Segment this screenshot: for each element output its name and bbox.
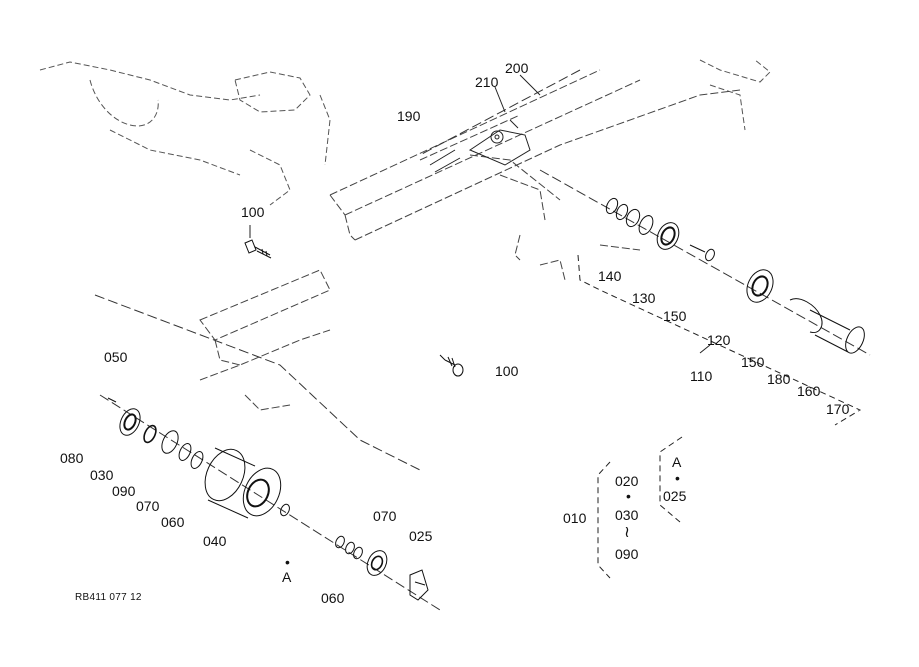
legend-brackets xyxy=(597,436,683,579)
callout-110: 110 xyxy=(690,368,713,384)
callout-060-left: 060 xyxy=(161,514,185,530)
legend-ref-dot: • xyxy=(675,470,680,486)
callout-070-left: 070 xyxy=(136,498,160,514)
callout-150-a: 150 xyxy=(663,308,687,324)
marker-dot-a: • xyxy=(285,554,290,570)
lower-roller-axis xyxy=(94,294,441,611)
callout-180: 180 xyxy=(767,371,791,387)
legend-kit-030: 030 xyxy=(615,507,639,523)
callout-170: 170 xyxy=(826,401,850,417)
callout-140: 140 xyxy=(598,268,622,284)
callout-100-upper: 100 xyxy=(241,204,265,220)
callout-150-b: 150 xyxy=(741,354,765,370)
upper-roller-axis xyxy=(419,69,871,356)
callout-080: 080 xyxy=(60,450,84,466)
callout-010: 010 xyxy=(563,510,587,526)
callout-190: 190 xyxy=(397,108,421,124)
callout-025-right: 025 xyxy=(409,528,433,544)
upper-group-bracket xyxy=(577,254,862,426)
callout-200: 200 xyxy=(505,60,529,76)
bolt-upper xyxy=(244,239,272,259)
legend-ref-025: 025 xyxy=(663,488,687,504)
callout-130: 130 xyxy=(632,290,656,306)
grease-fitting-bracket xyxy=(429,119,531,173)
legend-kit-range: ≀ xyxy=(624,524,630,541)
drawing-code: RB411 077 12 xyxy=(75,592,142,603)
upper-roller-parts xyxy=(605,197,865,354)
legend-kit-dot: • xyxy=(626,488,631,504)
lower-roller-parts xyxy=(107,397,429,601)
machine-body-outline xyxy=(39,59,771,206)
callout-120: 120 xyxy=(707,332,731,348)
callout-040: 040 xyxy=(203,533,227,549)
callout-210: 210 xyxy=(475,74,499,90)
reference-a-bottom: A xyxy=(282,569,292,585)
legend-kit-020: 020 xyxy=(615,473,639,489)
legend-kit-090: 090 xyxy=(615,546,639,562)
callout-050: 050 xyxy=(104,349,128,365)
callout-060-bottom: 060 xyxy=(321,590,345,606)
bolt-middle xyxy=(439,354,464,377)
frame-rail xyxy=(199,69,741,411)
leader-lines xyxy=(249,74,711,354)
callout-160: 160 xyxy=(797,383,821,399)
legend-ref-a: A xyxy=(672,454,682,470)
callout-090: 090 xyxy=(112,483,136,499)
callout-100-middle: 100 xyxy=(495,363,519,379)
callout-070-right: 070 xyxy=(373,508,397,524)
callout-030: 030 xyxy=(90,467,114,483)
